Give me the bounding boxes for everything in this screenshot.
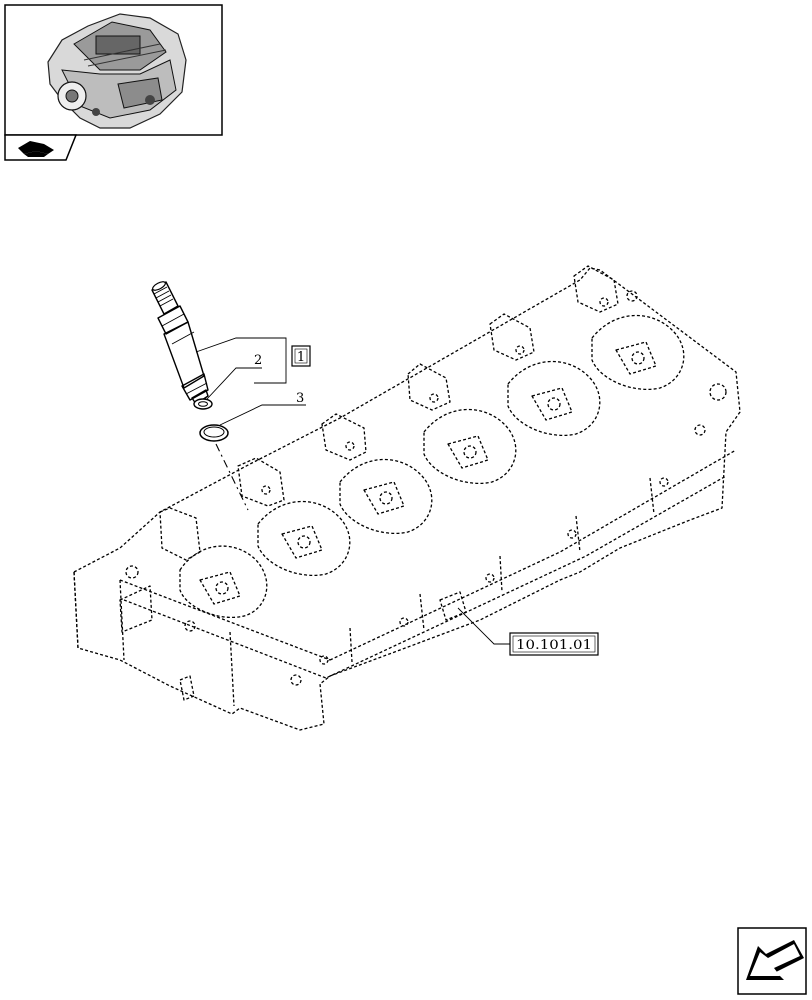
next-page-arrow-icon (746, 940, 804, 980)
callout-item-1[interactable]: 1 (291, 345, 311, 367)
engine-thumbnail-icon (47, 13, 187, 129)
cylinder-head (73, 265, 741, 731)
engine-thumbnail (4, 4, 223, 136)
callout-item-2-label[interactable]: 2 (254, 353, 262, 368)
callout-item-3-label[interactable]: 3 (296, 391, 304, 406)
callout-leaders (195, 337, 510, 645)
reference-callout-label: 10.101.01 (516, 638, 592, 653)
seal-small (193, 398, 213, 410)
seal-ring (199, 424, 229, 442)
tractor-section-icon (18, 141, 54, 157)
next-page-button[interactable] (737, 927, 807, 995)
section-tab[interactable] (4, 134, 78, 161)
injector (151, 281, 209, 405)
reference-callout[interactable]: 10.101.01 (509, 632, 599, 656)
callout-item-1-label: 1 (297, 350, 305, 365)
assembly-centerline (215, 443, 249, 511)
